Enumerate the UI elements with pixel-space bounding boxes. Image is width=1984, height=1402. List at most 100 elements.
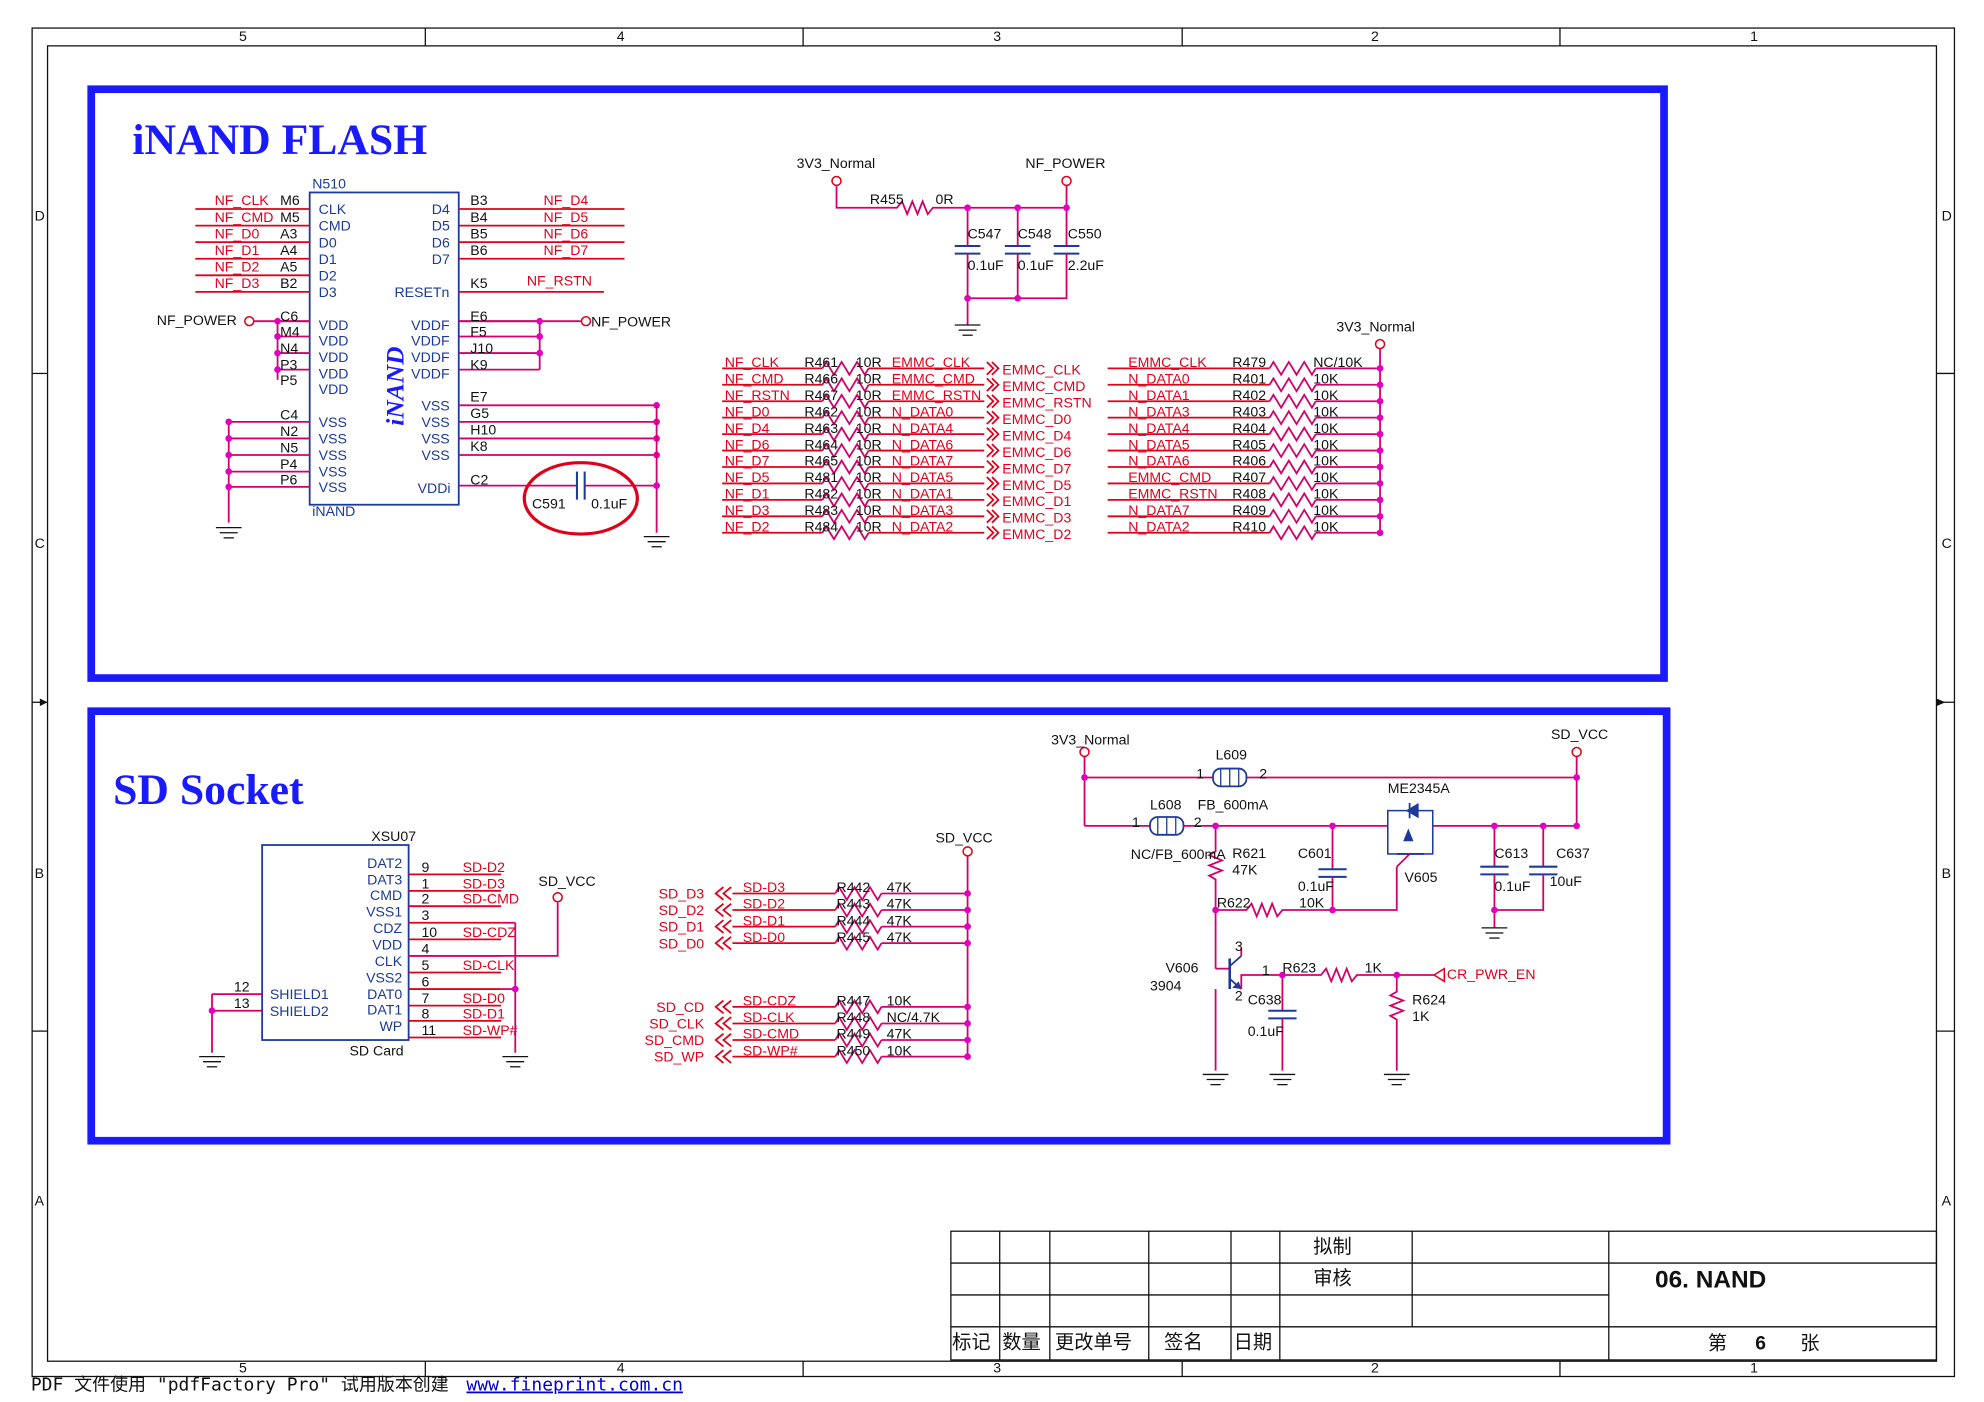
- pullup-value: 10K: [1313, 469, 1339, 485]
- l608-value: NC/FB_600mA: [1131, 846, 1227, 862]
- series-out-port: EMMC_D0: [1002, 411, 1071, 427]
- c547-ref: C547: [968, 225, 1002, 241]
- r624-ref: R624: [1412, 991, 1446, 1007]
- c613-value: 0.1uF: [1494, 878, 1531, 894]
- pullup-net: N_DATA2: [1128, 519, 1190, 535]
- sd-res-value: 47K: [887, 912, 913, 928]
- pdf-footer-link[interactable]: www.fineprint.com.cn: [466, 1375, 683, 1396]
- series-in-net: NF_D6: [725, 436, 770, 452]
- port-chevron: [986, 509, 995, 524]
- cr-pwr-en-label: CR_PWR_EN: [1447, 966, 1536, 982]
- junction-dot: [536, 333, 544, 340]
- n510-chip: [308, 191, 460, 506]
- c550-value: 2.2uF: [1068, 257, 1105, 273]
- sd-frame: [87, 707, 1671, 1145]
- ground-symbol: [502, 1055, 529, 1068]
- r624-value: 1K: [1412, 1008, 1430, 1024]
- 3v3-terminal: [831, 175, 842, 187]
- pin-label: VDD: [319, 349, 349, 365]
- border-rows-right: D C B A: [1936, 208, 1955, 1209]
- resistor: [834, 901, 883, 919]
- shield-pin-number: 12: [234, 979, 250, 995]
- port-chevron: [991, 443, 1000, 458]
- sd-res-ref: R443: [837, 896, 871, 912]
- tb-draw: 拟制: [1313, 1235, 1352, 1258]
- nf-power-terminal: [1061, 175, 1072, 187]
- sd-pin-label: VSS2: [366, 970, 402, 986]
- pin-label: D0: [319, 234, 337, 250]
- port-chevron: [991, 509, 1000, 524]
- port-chevron: [722, 919, 732, 934]
- series-value: 10R: [856, 354, 882, 370]
- junction-dot: [536, 349, 544, 357]
- port-chevron: [986, 377, 995, 392]
- row-label: C: [35, 535, 45, 551]
- pullup-src-label: 3V3_Normal: [1336, 318, 1414, 334]
- junction-dot: [274, 349, 281, 357]
- series-mid-net: N_DATA0: [892, 403, 954, 419]
- sd-pin-number: 2: [421, 891, 429, 907]
- resistor: [1268, 376, 1317, 393]
- c550-ref: C550: [1068, 225, 1102, 241]
- r622-ref: R622: [1217, 895, 1251, 911]
- series-mid-net: EMMC_CLK: [892, 354, 971, 370]
- pin-label: VDDF: [411, 349, 450, 365]
- ball-label: N2: [280, 423, 298, 439]
- pullup-net: N_DATA4: [1128, 420, 1190, 436]
- port-chevron: [986, 361, 995, 376]
- port-chevron: [986, 427, 995, 442]
- sd-res-value: 10K: [887, 1042, 913, 1058]
- ground-symbol: [199, 1055, 225, 1068]
- port-chevron: [722, 886, 732, 901]
- inand-logo: iNAND: [380, 346, 409, 425]
- page-number: 6: [1755, 1334, 1766, 1355]
- series-in-net: NF_D0: [725, 403, 770, 419]
- sd-card-name: SD Card: [350, 1042, 404, 1058]
- pullup-value: 10K: [1313, 453, 1339, 469]
- left-net-label: NF_D3: [215, 275, 260, 291]
- ground-symbol: [215, 527, 242, 539]
- sd-connector: [261, 844, 410, 1041]
- junction-dot: [1376, 430, 1384, 438]
- reset-pin-label: RESETn: [394, 284, 449, 300]
- col-label: 4: [617, 28, 625, 44]
- pullup-net: EMMC_CLK: [1128, 354, 1207, 370]
- junction-dot: [274, 366, 281, 373]
- series-mid-net: N_DATA1: [892, 486, 954, 502]
- pullup-ref: R410: [1232, 519, 1266, 535]
- pin-label: D7: [432, 251, 450, 267]
- c637-value: 10uF: [1550, 873, 1583, 889]
- pin-label: VSS: [421, 414, 449, 430]
- pin-label: VSS: [421, 397, 449, 413]
- sd-net-label: SD-WP#: [463, 1022, 518, 1038]
- pin-label: VSS: [421, 447, 449, 463]
- xsu07-ref: XSU07: [371, 828, 416, 844]
- ball-label: E6: [470, 308, 487, 324]
- reset-net-label: NF_RSTN: [527, 273, 592, 289]
- row-label: D: [35, 208, 45, 224]
- sd-vcc-terminal: [552, 892, 563, 903]
- resistor: [1268, 508, 1317, 525]
- pullup-ref: R408: [1232, 486, 1266, 502]
- vddi-pin-label: VDDi: [418, 480, 451, 496]
- resistor: [834, 998, 883, 1015]
- sd-pin-label: DAT3: [367, 872, 402, 888]
- series-ref: R482: [804, 486, 838, 502]
- pin-label: VSS: [421, 431, 449, 447]
- port-chevron: [991, 394, 1000, 409]
- reset-ball-label: K5: [470, 275, 487, 291]
- ball-label: B4: [470, 209, 487, 225]
- sdres-vcc-terminal: [962, 846, 973, 857]
- resistor: [1268, 458, 1317, 476]
- pullup-net: N_DATA5: [1128, 436, 1190, 452]
- sd-net-label: SD-D2: [463, 859, 506, 875]
- left-net-label: NF_D2: [215, 259, 260, 275]
- port-chevron: [991, 525, 1000, 540]
- sd-pin-number: 5: [421, 957, 429, 973]
- mosfet-ref: ME2345A: [1388, 780, 1451, 796]
- pullup-ref: R479: [1232, 354, 1266, 370]
- r623-ref: R623: [1282, 960, 1316, 976]
- ball-label: N5: [280, 440, 298, 456]
